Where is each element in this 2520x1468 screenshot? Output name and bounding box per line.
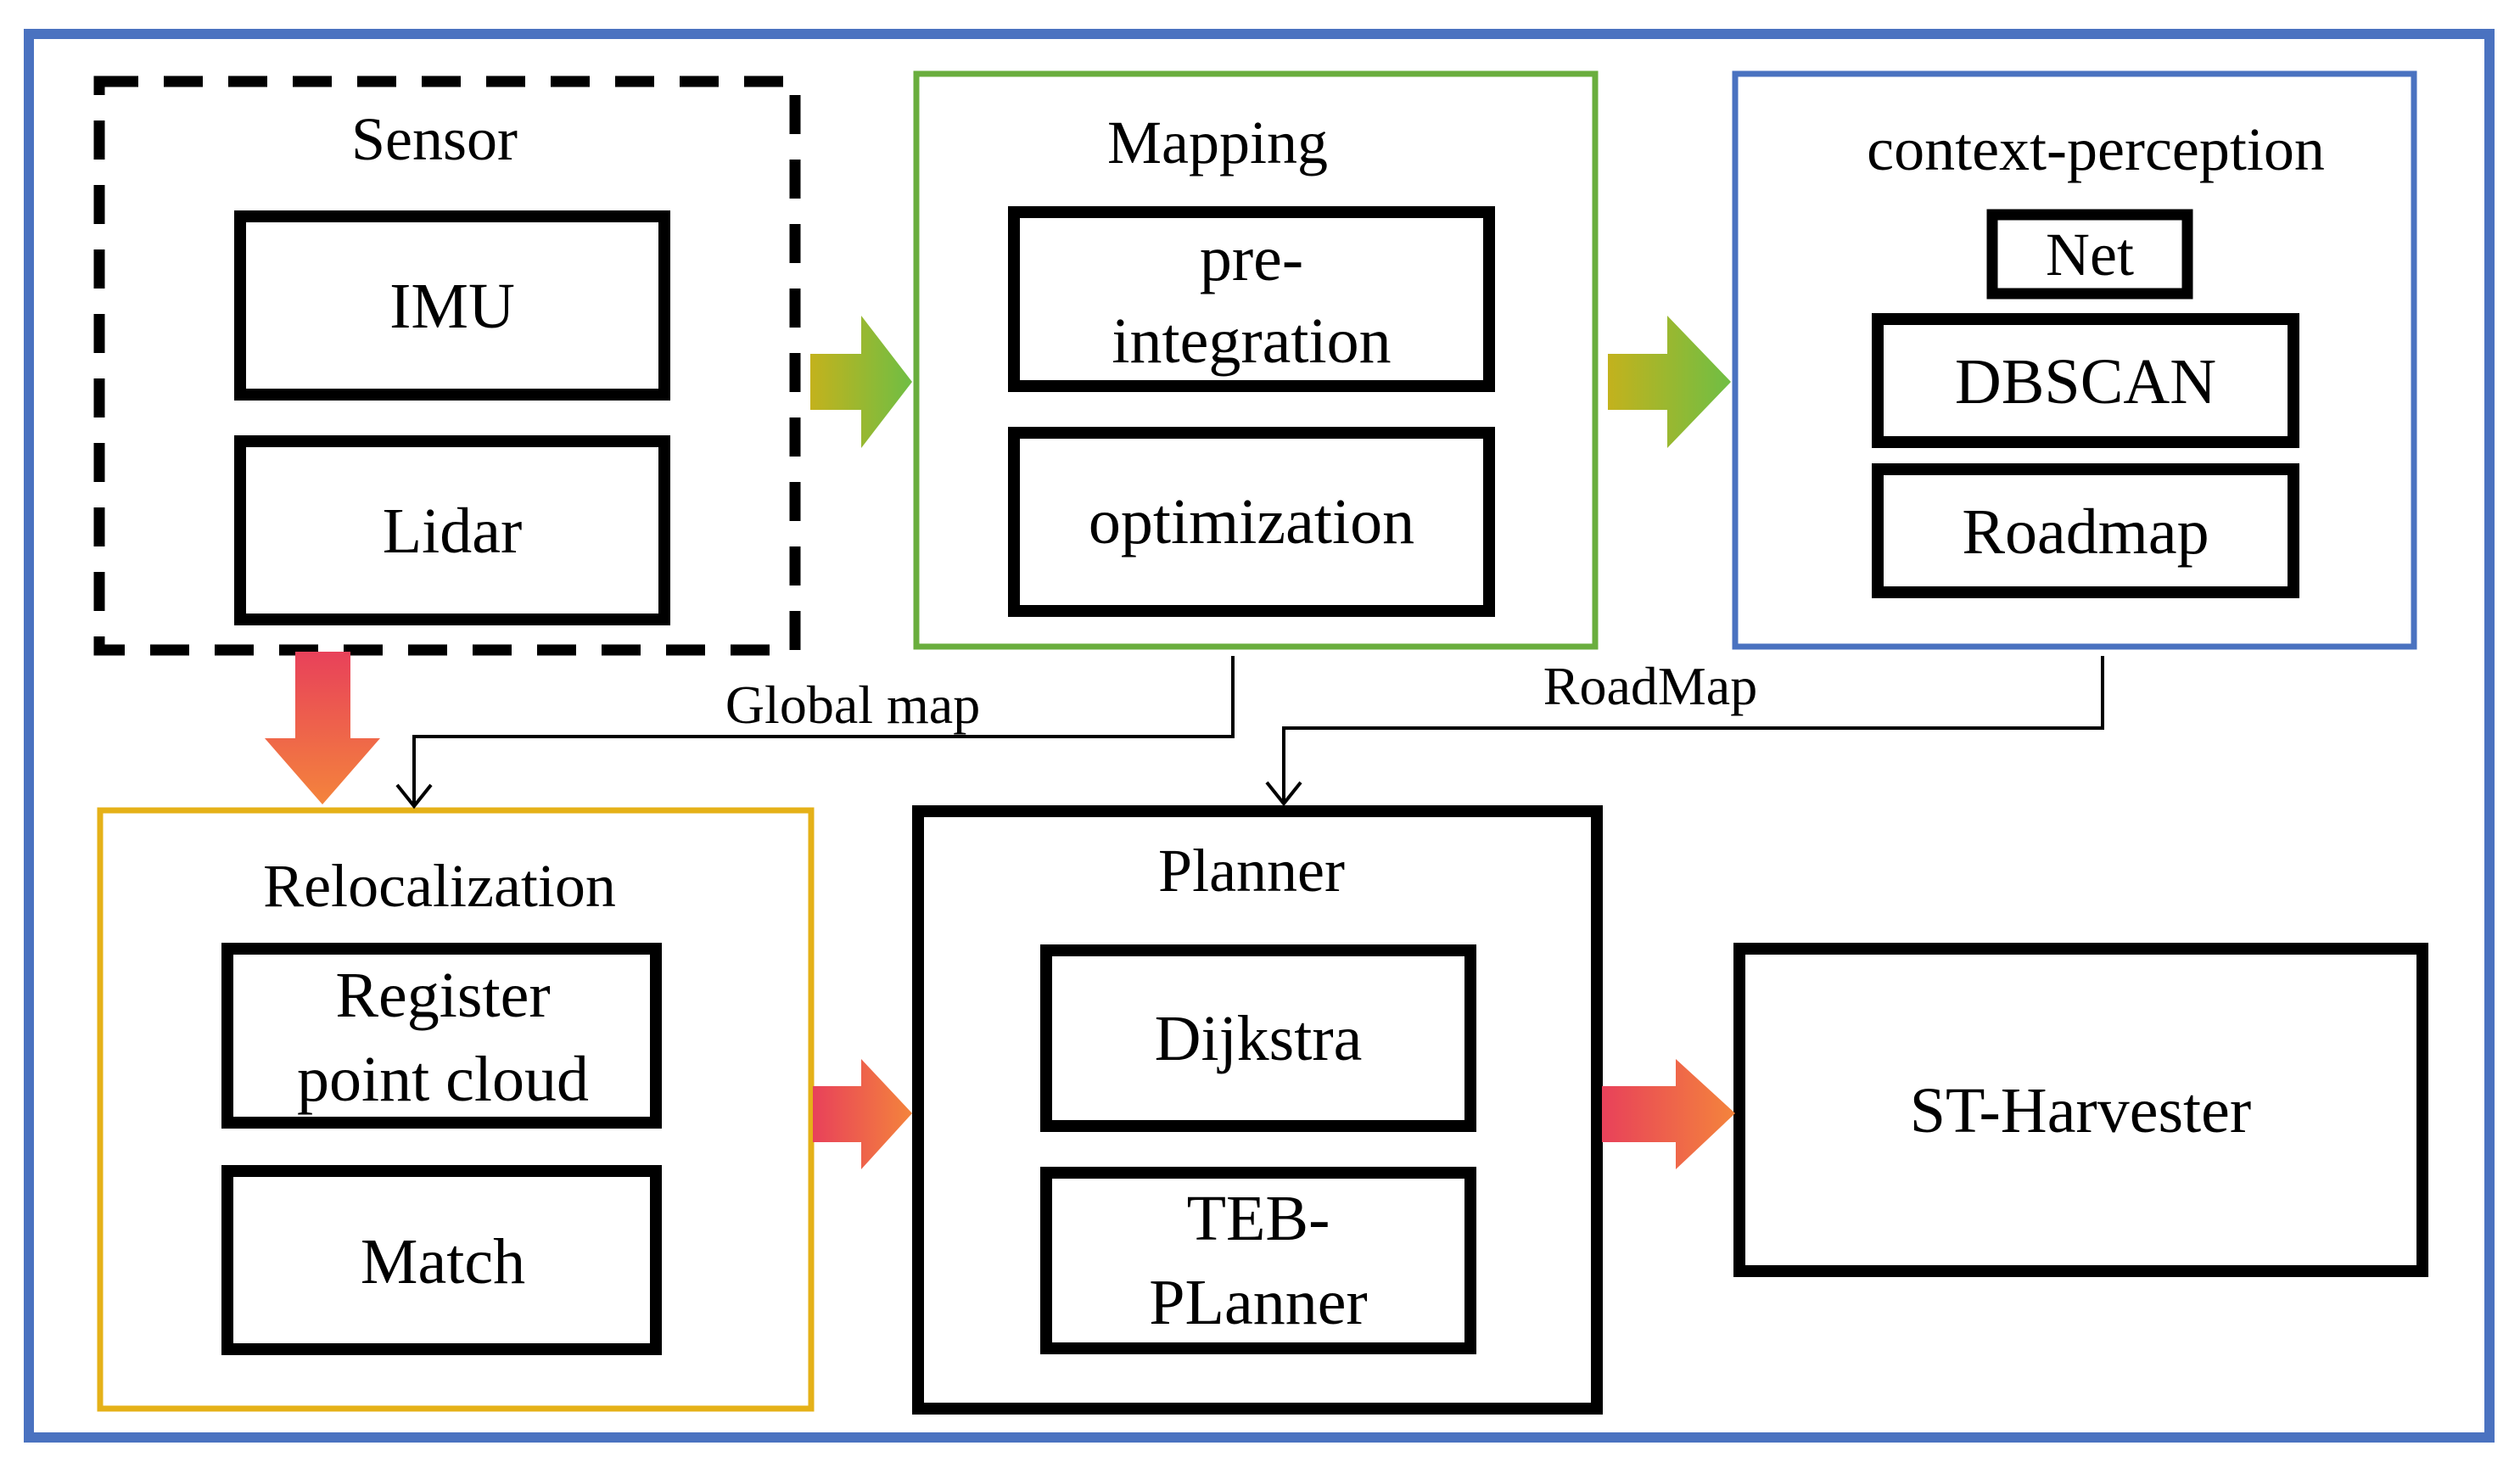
optimization-label: optimization: [1089, 486, 1414, 558]
lidar-label: Lidar: [383, 496, 523, 567]
imu-box: [234, 210, 670, 401]
mapping-frame: [913, 70, 1599, 650]
preintegration-label-line2: integration: [1112, 305, 1391, 377]
roadmap-box: [1872, 463, 2299, 598]
planner-title: Planner: [1158, 837, 1345, 905]
imu-label: IMU: [389, 271, 515, 342]
mapping-module: Mapping pre- integration optimization: [913, 70, 1599, 650]
lidar-box: [234, 435, 670, 625]
match-box: [221, 1165, 662, 1355]
mapping-to-perception-arrow: [1608, 316, 1731, 448]
sensor-frame: [93, 76, 801, 656]
dijkstra-box: [1040, 944, 1476, 1132]
preintegration-label-line1: pre-: [1200, 223, 1303, 294]
global-map-label: Global map: [725, 675, 980, 735]
register-label-line1: Register: [335, 960, 550, 1031]
perception-title: context-perception: [1867, 115, 2325, 183]
preintegration-box: [1008, 206, 1495, 392]
sensor-to-relocalization-arrow: [265, 652, 380, 804]
net-label: Net: [2046, 221, 2134, 289]
harvester-module: ST-Harvester: [1733, 943, 2428, 1277]
dbscan-box: [1872, 313, 2299, 448]
planner-to-harvester-arrow: [1602, 1059, 1735, 1169]
perception-module: context-perception Net DBSCAN Roadmap: [1732, 70, 2417, 650]
relocalization-to-planner-arrow: [813, 1059, 912, 1169]
register-label-line2: point cloud: [297, 1044, 589, 1115]
register-box: [221, 943, 662, 1129]
outer-frame: [24, 29, 2495, 1443]
planner-frame: [912, 805, 1603, 1415]
dbscan-label: DBSCAN: [1955, 346, 2216, 417]
sensor-title: Sensor: [351, 105, 518, 173]
roadmap-label: Roadmap: [1962, 496, 2209, 568]
dijkstra-label: Dijkstra: [1155, 1003, 1363, 1074]
relocalization-title: Relocalization: [263, 852, 616, 920]
optimization-box: [1008, 427, 1495, 617]
global-map-connector: [395, 656, 1235, 810]
sensor-to-mapping-arrow: [810, 316, 912, 448]
harvester-box: [1733, 943, 2428, 1277]
teb-planner-label-line1: TEB-: [1187, 1183, 1330, 1254]
roadmap-connector-label: RoadMap: [1543, 656, 1757, 716]
relocalization-frame: [97, 807, 815, 1412]
teb-planner-box: [1040, 1167, 1476, 1354]
harvester-label: ST-Harvester: [1910, 1075, 2251, 1146]
planner-module: Planner Dijkstra TEB- PLanner: [912, 805, 1603, 1415]
teb-planner-label-line2: PLanner: [1149, 1267, 1367, 1338]
net-box: [1986, 209, 2193, 300]
match-label: Match: [361, 1226, 525, 1297]
perception-frame: [1732, 70, 2417, 650]
roadmap-connector: [1265, 656, 2104, 807]
mapping-title: Mapping: [1107, 109, 1328, 176]
sensor-module: Sensor IMU Lidar: [93, 76, 801, 656]
relocalization-module: Relocalization Register point cloud Matc…: [97, 807, 815, 1412]
